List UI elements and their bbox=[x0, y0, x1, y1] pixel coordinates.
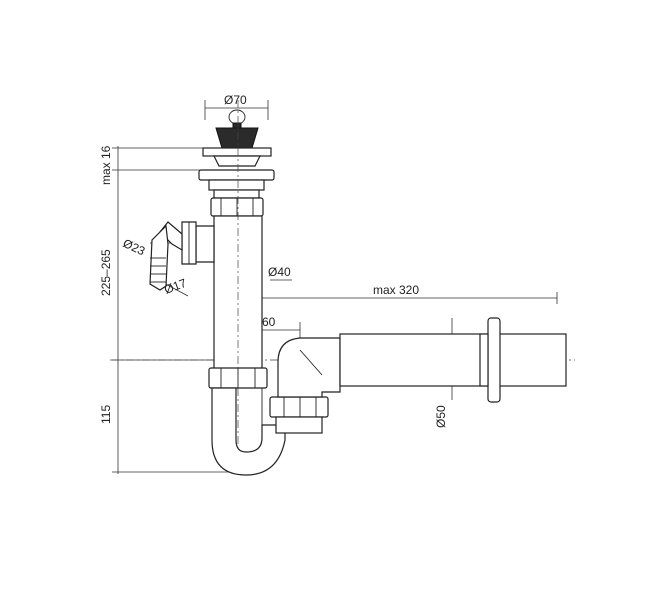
vertical-pipe bbox=[213, 100, 263, 475]
u-bend-trap bbox=[211, 387, 286, 476]
riser-nut bbox=[269, 396, 329, 434]
dim-d40: Ø40 bbox=[268, 265, 291, 279]
side-hose-connector bbox=[149, 221, 215, 291]
lower-vertical-nut bbox=[208, 367, 268, 389]
upper-nut bbox=[210, 197, 264, 217]
wall-rosette bbox=[479, 317, 501, 403]
dim-max16: max 16 bbox=[99, 145, 113, 185]
dim-max320: max 320 bbox=[373, 283, 419, 297]
sink-flange bbox=[198, 169, 275, 199]
strainer-stopper bbox=[202, 109, 272, 167]
dim-115: 115 bbox=[99, 405, 113, 424]
horizontal-outlet-pipe bbox=[339, 333, 567, 387]
dim-225-265: 225–265 bbox=[99, 249, 113, 296]
outlet-elbow bbox=[277, 337, 341, 398]
dim-d70: Ø70 bbox=[224, 93, 247, 107]
dim-d23: Ø23 bbox=[121, 236, 148, 258]
dim-d50: Ø50 bbox=[434, 405, 448, 428]
dim-60: 60 bbox=[262, 315, 276, 329]
